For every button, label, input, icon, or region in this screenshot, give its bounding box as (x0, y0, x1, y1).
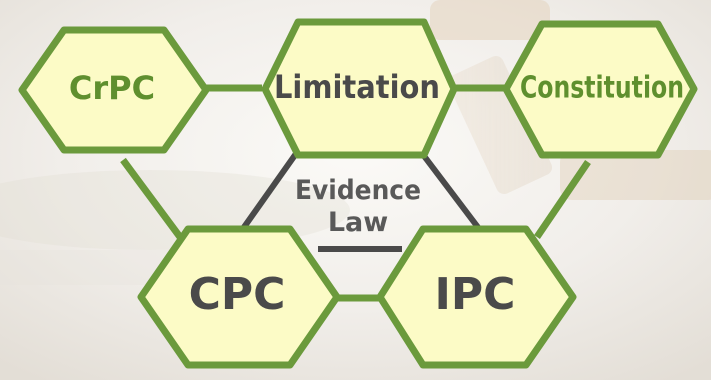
hexagon-shape (18, 26, 210, 154)
connector-constitution-ipc (534, 160, 591, 239)
node-label-cpc: CPC (189, 269, 286, 320)
hexagon-shape (376, 225, 577, 369)
hexagon-shape (261, 18, 458, 159)
node-label-ipc: IPC (435, 269, 516, 320)
node-label-limitation: Limitation (274, 68, 440, 106)
center-label-line1: Evidence (295, 175, 421, 206)
node-ipc: IPC (376, 225, 577, 369)
center-label-line2: Law (328, 207, 388, 238)
hexagon-shape (502, 20, 698, 159)
node-cpc: CPC (137, 225, 341, 369)
connector-crpc-cpc (120, 157, 183, 240)
node-limitation: Limitation (261, 18, 458, 159)
node-crpc: CrPC (18, 26, 210, 154)
node-label-constitution: Constitution (520, 71, 684, 106)
hexagon-shape (137, 225, 341, 369)
node-label-crpc: CrPC (69, 69, 155, 107)
triangle-limitation-cpc (239, 146, 303, 232)
triangle-limitation-ipc (415, 146, 483, 232)
connectors (120, 84, 591, 302)
node-constitution: Constitution (502, 20, 698, 159)
